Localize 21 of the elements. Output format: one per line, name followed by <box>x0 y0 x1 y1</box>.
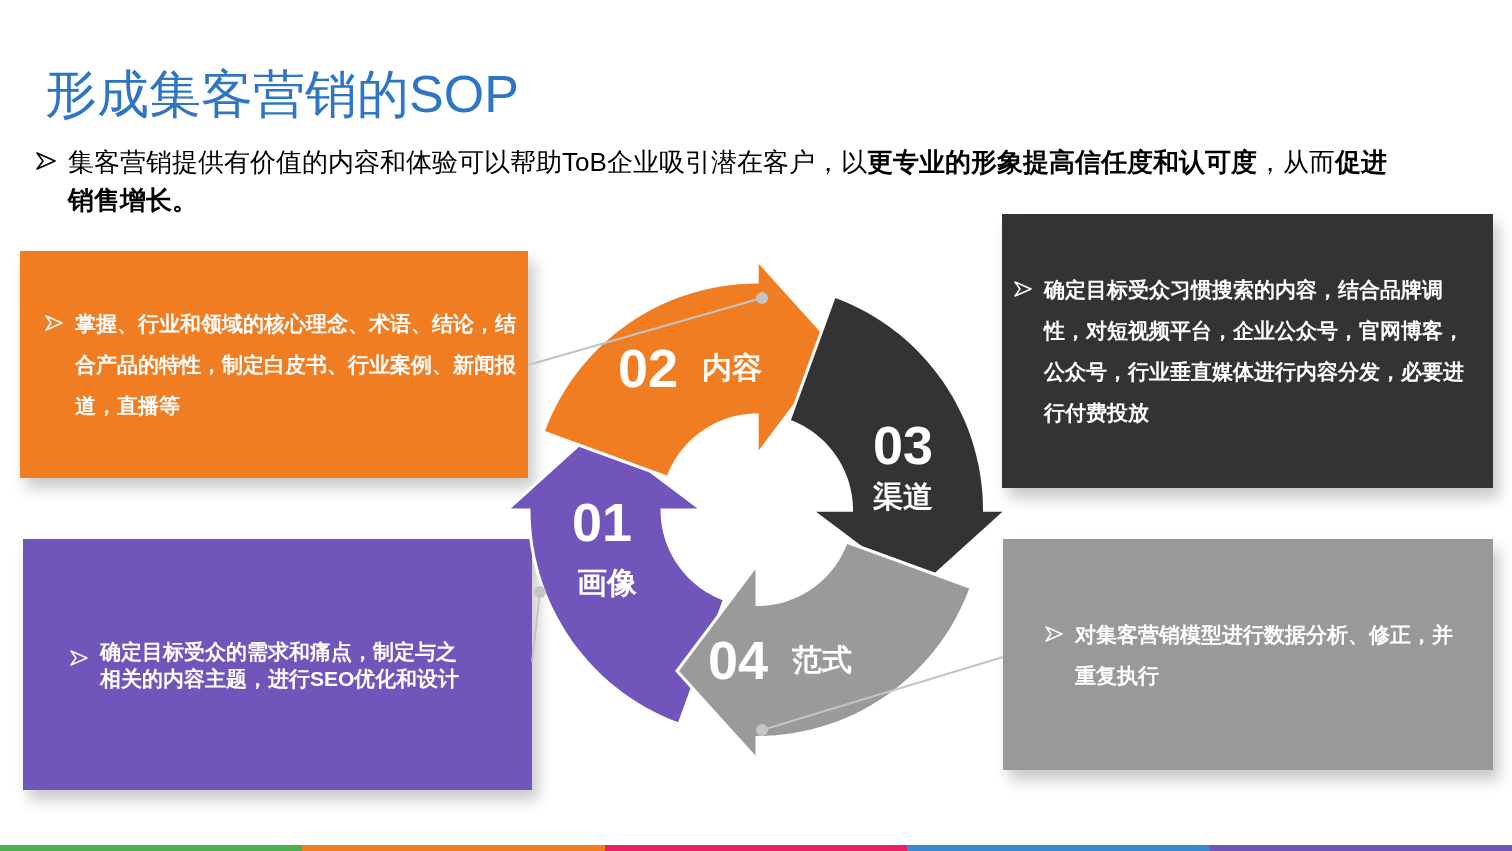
text-card <box>1003 539 1493 770</box>
step-number: 03 <box>872 418 933 472</box>
step-label: 画像 <box>577 568 637 598</box>
leader-line <box>756 656 1004 736</box>
card-text: 对集客营销模型进行数据分析、修正，并重复执行 <box>1075 621 1454 689</box>
leader-line <box>527 292 768 366</box>
step-number: 01 <box>571 495 633 549</box>
card-text: 确定目标受众习惯搜索的内容，结合品牌调性，对短视频平台，企业公众号，官网博客，公众号，行业垂直媒体进行内容分发，必要进行付费投放 <box>1044 277 1465 426</box>
intro-paragraph: 集客营销提供有价值的内容和体验可以帮助ToB企业吸引潜在客户，以更专业的形象提高信任度和认可度，从而促进销售增长。 <box>68 146 1388 217</box>
step-number: 04 <box>707 633 769 687</box>
text-card <box>20 251 528 478</box>
slide-title: 形成集客营销的SOP <box>45 64 519 125</box>
text-card <box>1002 214 1493 488</box>
step-label: 内容 <box>702 353 762 383</box>
step-label: 渠道 <box>873 482 933 512</box>
step-label: 范式 <box>792 645 852 675</box>
step-number: 02 <box>617 341 678 395</box>
leader-line <box>531 586 546 663</box>
text-card <box>23 539 532 790</box>
card-text: 掌握、行业和领域的核心理念、术语、结论，结合产品的特性，制定白皮书、行业案例、新闻报道，直播等 <box>75 311 517 419</box>
card-text: 确定目标受众的需求和痛点，制定与之相关的内容主题，进行SEO优化和设计 <box>100 638 461 692</box>
